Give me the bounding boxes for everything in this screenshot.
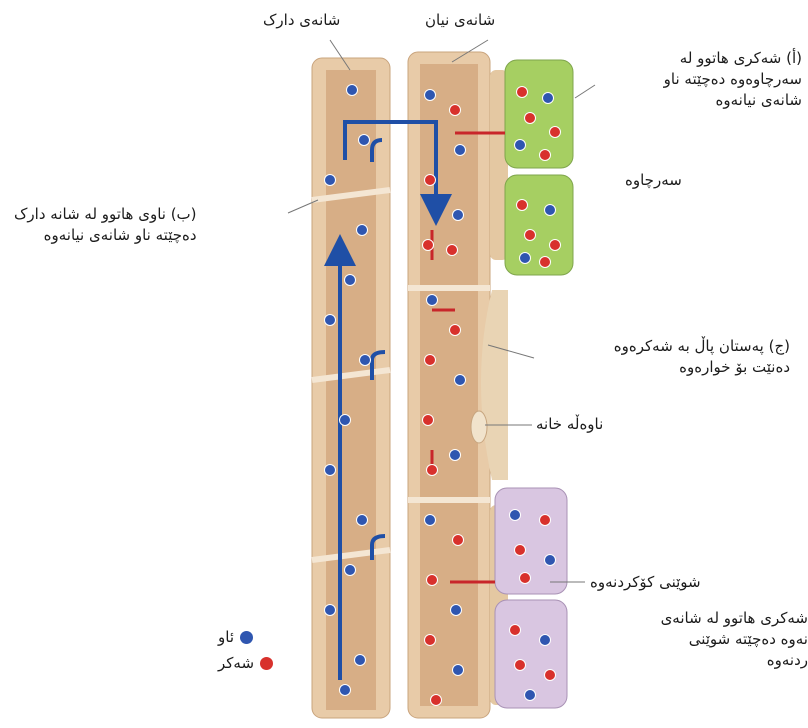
sugar-dot-icon [260, 657, 273, 670]
water-molecule [425, 515, 436, 526]
water-dot-icon [240, 631, 253, 644]
label-a-line-2: سەرچاوەوە دەچێتە ناو [664, 69, 802, 90]
sugar-molecule [550, 240, 561, 251]
sugar-molecule [517, 87, 528, 98]
sugar-molecule [447, 245, 458, 256]
water-molecule [453, 665, 464, 676]
water-molecule [345, 275, 356, 286]
water-molecule [347, 85, 358, 96]
companion-cell-nucleus [471, 411, 487, 443]
water-molecule [427, 295, 438, 306]
label-c-line-2: دەنێت بۆ خوارەوە [614, 357, 790, 378]
sugar-molecule [427, 575, 438, 586]
label-b-line-1: (ب) ناوی هاتوو لە شانە دارک [14, 204, 197, 225]
water-molecule [359, 135, 370, 146]
sugar-molecule [525, 113, 536, 124]
water-molecule [455, 145, 466, 156]
source-cells [505, 60, 573, 275]
sugar-molecule [515, 660, 526, 671]
sugar-molecule [540, 150, 551, 161]
water-molecule [451, 605, 462, 616]
sugar-molecule [453, 535, 464, 546]
water-molecule [425, 90, 436, 101]
sugar-molecule [450, 325, 461, 336]
water-molecule [450, 450, 461, 461]
water-molecule [325, 465, 336, 476]
water-molecule [510, 510, 521, 521]
label-b: (ب) ناوی هاتوو لە شانە دارک دەچێتە ناو ش… [14, 204, 197, 246]
sugar-molecule [540, 257, 551, 268]
water-molecule [325, 605, 336, 616]
label-b-line-2: دەچێتە ناو شانەی نیانەوە [14, 225, 197, 246]
phloem-sieve-tube [408, 52, 490, 718]
label-c-line-1: (ج) پەستان پاڵ بە شەکرەوە [614, 336, 790, 357]
sugar-molecule [545, 670, 556, 681]
sugar-molecule [423, 415, 434, 426]
sugar-molecule [515, 545, 526, 556]
water-molecule [325, 315, 336, 326]
nucleus-label: ناوەڵە خانە [536, 414, 603, 435]
sugar-molecule [427, 465, 438, 476]
a-leader [575, 85, 595, 98]
water-molecule [340, 685, 351, 696]
phloem-label: شانەی نیان [425, 10, 495, 31]
source-label: سەرچاوە [625, 170, 682, 191]
legend-water: ئاو [218, 628, 253, 646]
legend-sugar: شەکر [218, 654, 273, 672]
water-molecule [540, 635, 551, 646]
water-molecule [545, 205, 556, 216]
label-a-line-1: (أ) شەکری هاتوو لە [664, 48, 802, 69]
sugar-molecule [550, 127, 561, 138]
sugar-molecule [450, 105, 461, 116]
water-molecule [357, 225, 368, 236]
label-d-line-2: نەوە دەچێتە شوێنی [661, 629, 808, 650]
sugar-molecule [425, 635, 436, 646]
water-molecule [357, 515, 368, 526]
sugar-molecule [431, 695, 442, 706]
water-molecule [545, 555, 556, 566]
sugar-molecule [425, 175, 436, 186]
water-molecule [543, 93, 554, 104]
label-a-line-3: شانەی نیانەوە [664, 90, 802, 111]
label-d: شەکری هاتوو لە شانەی نەوە دەچێتە شوێنی ر… [661, 608, 808, 671]
legend-water-label: ئاو [218, 628, 234, 646]
sugar-molecule [540, 515, 551, 526]
label-a: (أ) شەکری هاتوو لە سەرچاوەوە دەچێتە ناو … [664, 48, 802, 111]
water-molecule [360, 355, 371, 366]
xylem-label: شانەی دارک [263, 10, 340, 31]
label-d-line-1: شەکری هاتوو لە شانەی [661, 608, 808, 629]
water-molecule [355, 655, 366, 666]
water-molecule [340, 415, 351, 426]
label-d-line-3: ردنەوە [661, 650, 808, 671]
water-molecule [325, 175, 336, 186]
water-molecule [515, 140, 526, 151]
sugar-molecule [510, 625, 521, 636]
sugar-molecule [425, 355, 436, 366]
xylem-vessel [312, 58, 390, 718]
label-c: (ج) پەستان پاڵ بە شەکرەوە دەنێت بۆ خوارە… [614, 336, 790, 378]
sugar-molecule [520, 573, 531, 584]
water-molecule [455, 375, 466, 386]
legend-sugar-label: شەکر [218, 654, 254, 672]
sugar-molecule [423, 240, 434, 251]
sugar-molecule [517, 200, 528, 211]
water-molecule [345, 565, 356, 576]
water-molecule [525, 690, 536, 701]
sink-label: شوێنی کۆکردنەوە [590, 572, 701, 593]
water-molecule [453, 210, 464, 221]
sugar-molecule [525, 230, 536, 241]
water-molecule [520, 253, 531, 264]
